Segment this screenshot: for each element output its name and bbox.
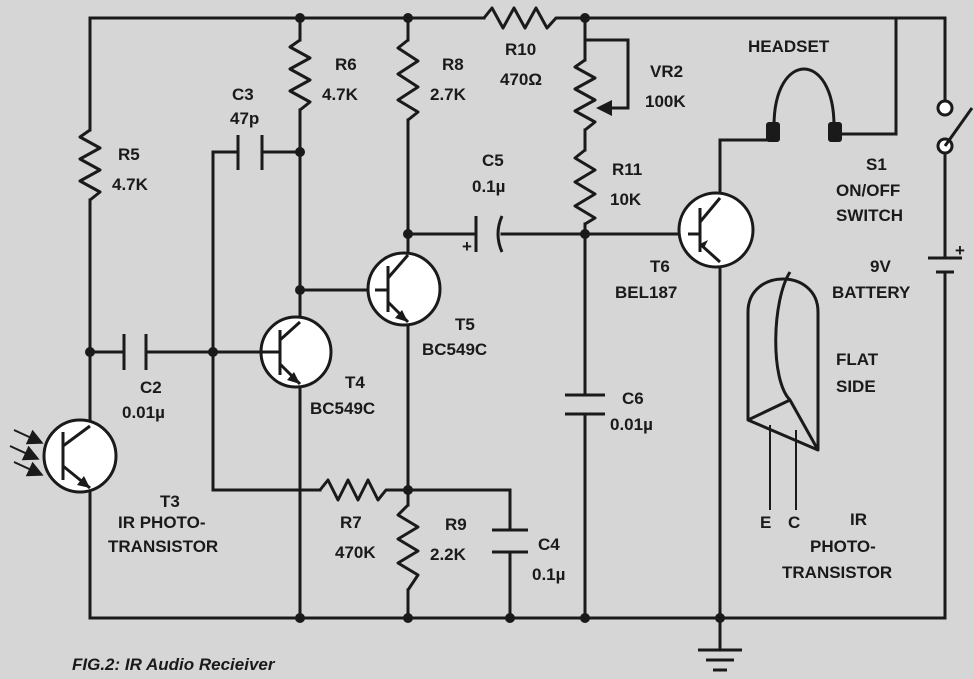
- t4-value: BC549C: [310, 399, 375, 418]
- c2-ref: C2: [140, 378, 162, 397]
- s1-desc-line1: ON/OFF: [836, 181, 900, 200]
- transistor-t4: T4 BC549C: [259, 315, 375, 418]
- s1-ref: S1: [866, 155, 887, 174]
- c5-ref: C5: [482, 151, 504, 170]
- resistor-r7: R7 470K: [318, 478, 390, 562]
- battery-plus: +: [955, 241, 965, 260]
- vr2-value: 100K: [645, 92, 686, 111]
- capacitor-c2: C2 0.01µ: [122, 334, 165, 422]
- phototransistor-t3: T3 IR PHOTO- TRANSISTOR: [9, 418, 218, 556]
- resistor-r6: R6 4.7K: [288, 38, 359, 112]
- capacitor-c5: + C5 0.1µ: [462, 151, 505, 256]
- headset-label: HEADSET: [748, 37, 830, 56]
- t4-ref: T4: [345, 373, 365, 392]
- resistor-r5: R5 4.7K: [78, 128, 149, 202]
- r9-value: 2.2K: [430, 545, 467, 564]
- pinout-title-line2: PHOTO-: [810, 537, 876, 556]
- phototransistor-pinout: FLAT SIDE E C IR PHOTO- TRANSISTOR: [746, 271, 892, 582]
- junction-dots: [85, 13, 725, 623]
- capacitor-c6: C6 0.01µ: [565, 389, 653, 434]
- resistor-r8: R8 2.7K: [396, 38, 467, 122]
- headset: HEADSET: [748, 37, 842, 142]
- c4-value: 0.1µ: [532, 565, 565, 584]
- r8-value: 2.7K: [430, 85, 467, 104]
- pinout-title-line3: TRANSISTOR: [782, 563, 892, 582]
- wires: [88, 16, 947, 650]
- pin-c-label: C: [788, 513, 800, 532]
- r11-value: 10K: [610, 190, 642, 209]
- transistor-t6: T6 BEL187: [615, 191, 755, 302]
- r6-ref: R6: [335, 55, 357, 74]
- r9-ref: R9: [445, 515, 467, 534]
- flat-side-line2: SIDE: [836, 377, 876, 396]
- t5-value: BC549C: [422, 340, 487, 359]
- r7-ref: R7: [340, 513, 362, 532]
- c5-value: 0.1µ: [472, 177, 505, 196]
- pin-e-label: E: [760, 513, 771, 532]
- r11-ref: R11: [612, 160, 642, 179]
- c6-value: 0.01µ: [610, 415, 653, 434]
- r10-value: 470Ω: [500, 70, 542, 89]
- t5-ref: T5: [455, 315, 475, 334]
- r5-ref: R5: [118, 145, 140, 164]
- capacitor-c3: C3 47p: [230, 85, 264, 170]
- c2-value: 0.01µ: [122, 403, 165, 422]
- t6-ref: T6: [650, 257, 670, 276]
- c5-plus: +: [462, 237, 472, 256]
- switch-s1: S1 ON/OFF SWITCH: [836, 99, 973, 225]
- c4-ref: C4: [538, 535, 560, 554]
- t3-desc-line1: IR PHOTO-: [118, 513, 206, 532]
- resistor-r10: R10 470Ω: [482, 6, 560, 89]
- battery-voltage: 9V: [870, 257, 891, 276]
- s1-desc-line2: SWITCH: [836, 206, 903, 225]
- c3-value: 47p: [230, 109, 259, 128]
- flat-side-line1: FLAT: [836, 350, 879, 369]
- pinout-title-line1: IR: [850, 510, 867, 529]
- battery: + 9V BATTERY: [832, 241, 965, 302]
- r5-value: 4.7K: [112, 175, 149, 194]
- potentiometer-vr2: VR2 100K: [573, 58, 686, 132]
- ground-symbol: [698, 648, 742, 672]
- resistor-r9: R9 2.2K: [396, 503, 467, 591]
- vr2-ref: VR2: [650, 62, 683, 81]
- c3-ref: C3: [232, 85, 254, 104]
- r8-ref: R8: [442, 55, 464, 74]
- capacitor-c4: C4 0.1µ: [492, 528, 565, 584]
- transistor-t5: T5 BC549C: [366, 251, 487, 359]
- figure-caption: FIG.2: IR Audio Recieiver: [72, 655, 276, 674]
- r10-ref: R10: [505, 40, 536, 59]
- resistor-r11: R11 10K: [573, 148, 642, 226]
- t3-desc-line2: TRANSISTOR: [108, 537, 218, 556]
- battery-label: BATTERY: [832, 283, 911, 302]
- t3-ref: T3: [160, 492, 180, 511]
- r7-value: 470K: [335, 543, 376, 562]
- r6-value: 4.7K: [322, 85, 359, 104]
- t6-value: BEL187: [615, 283, 677, 302]
- c6-ref: C6: [622, 389, 644, 408]
